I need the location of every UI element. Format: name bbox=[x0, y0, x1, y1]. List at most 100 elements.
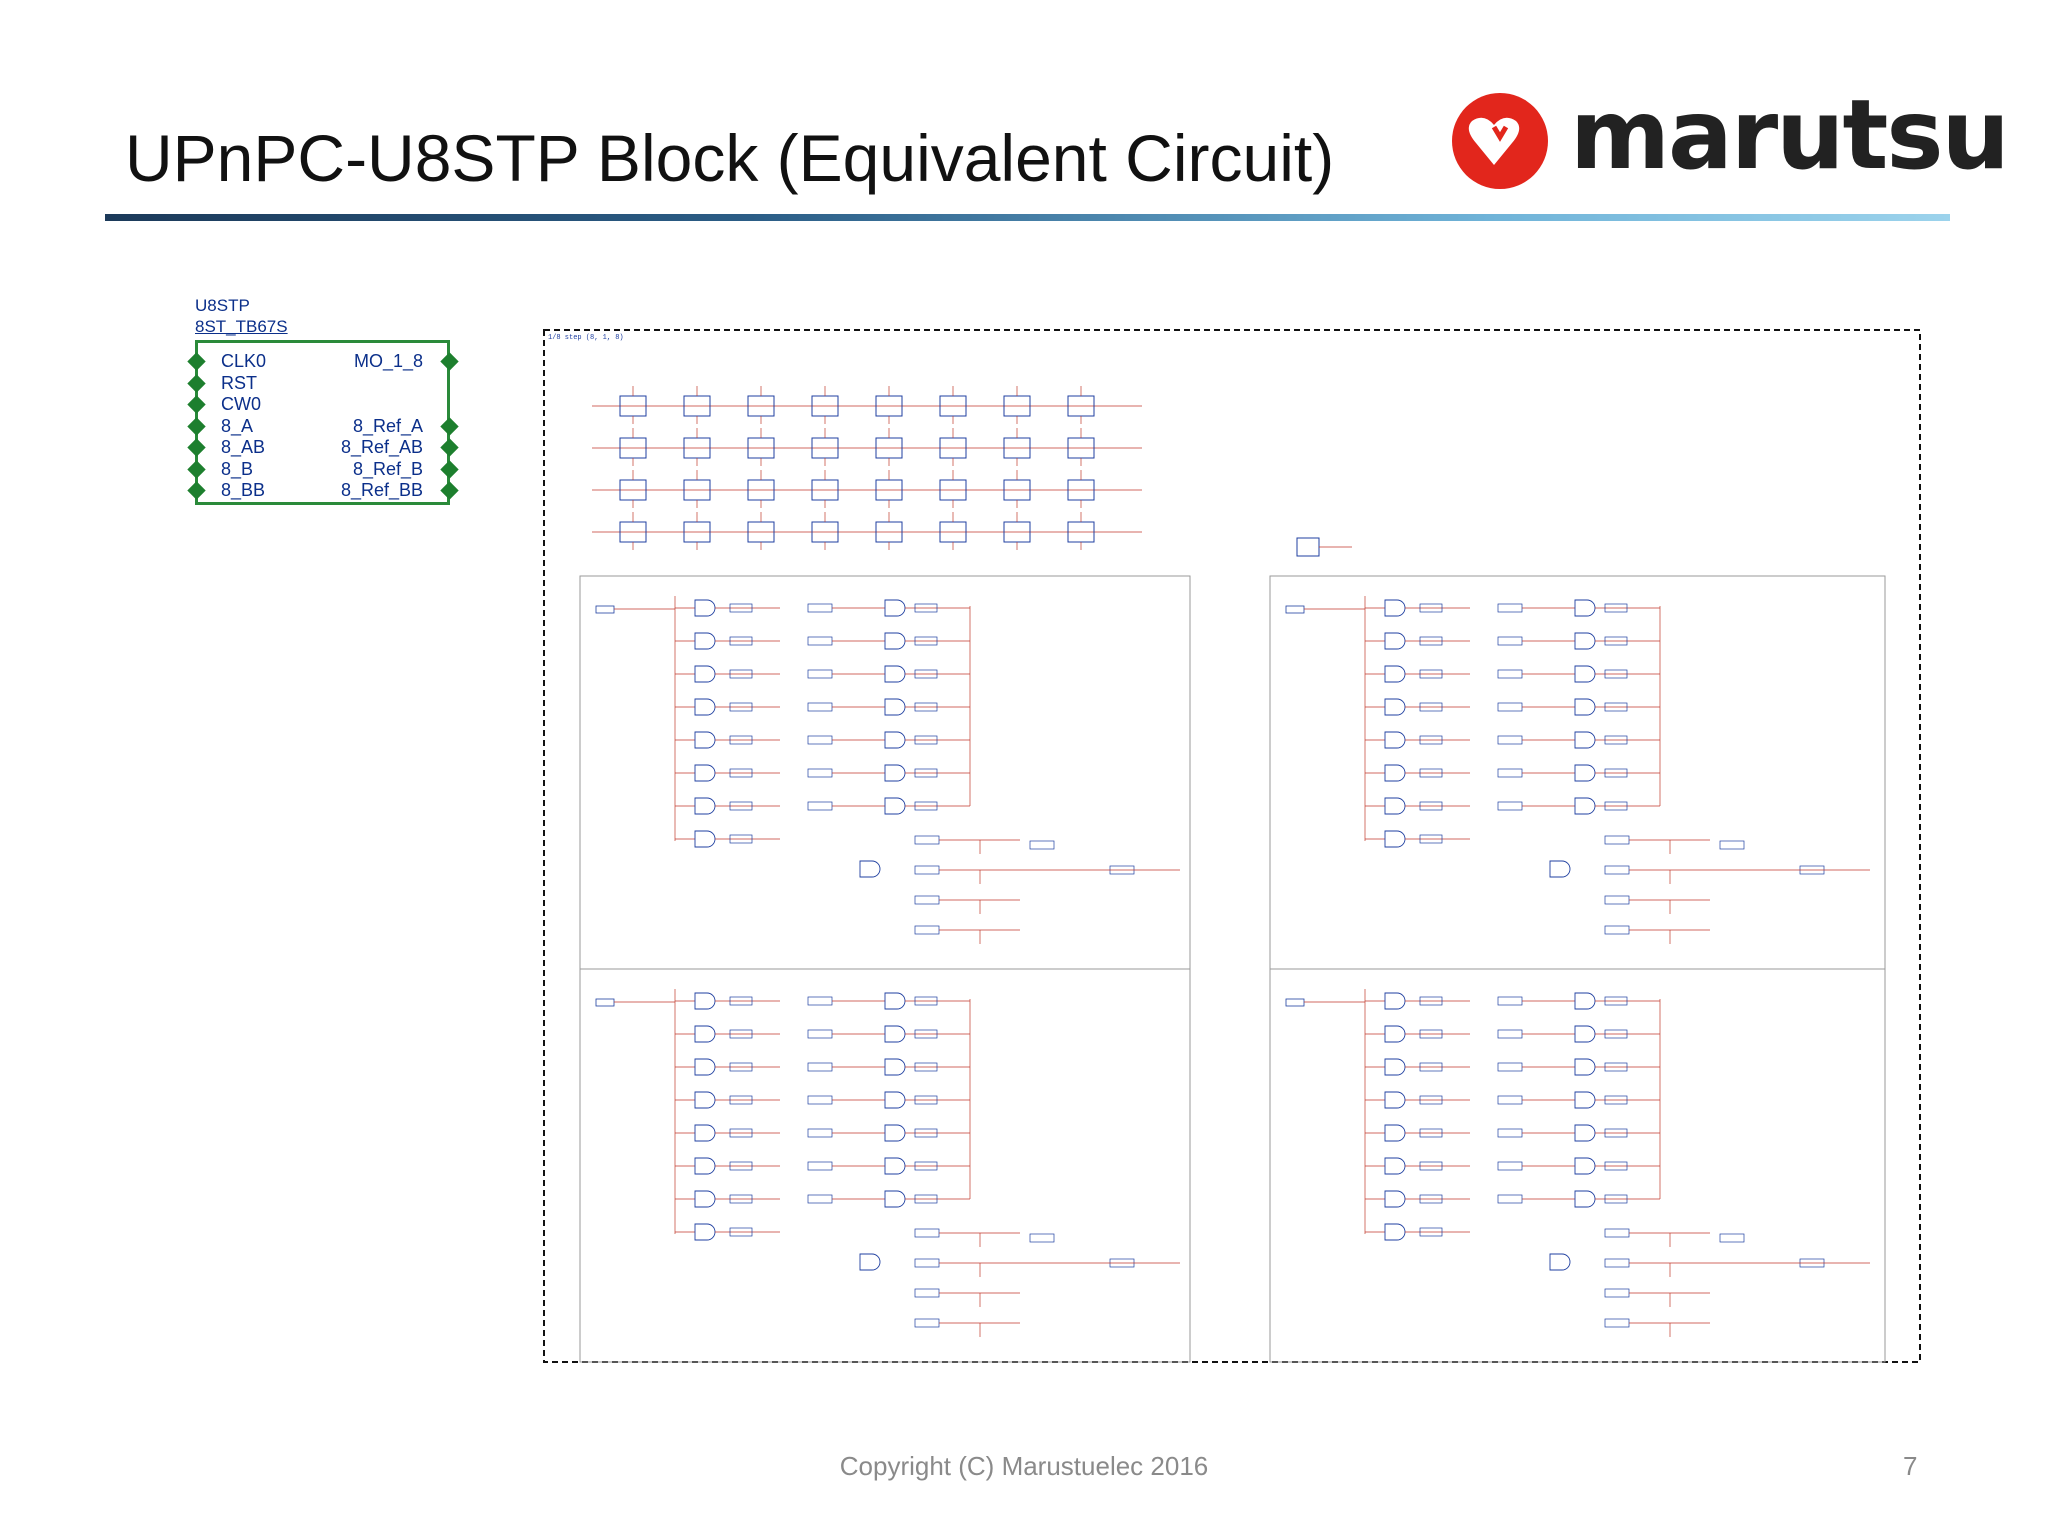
and-gate bbox=[694, 1025, 716, 1043]
pin-8-b: 8_B bbox=[221, 458, 254, 479]
pin-rst: RST bbox=[221, 372, 257, 393]
limit-block bbox=[914, 1194, 938, 1204]
limit-block bbox=[729, 996, 753, 1006]
limit-block bbox=[1604, 1029, 1628, 1039]
and-gate bbox=[1384, 992, 1406, 1010]
limit-block bbox=[729, 603, 753, 613]
and-gate bbox=[1384, 698, 1406, 716]
pin-connector-icon[interactable] bbox=[440, 438, 459, 457]
source-block bbox=[1497, 636, 1523, 646]
pin-connector-icon[interactable] bbox=[440, 459, 459, 479]
and-gate bbox=[1384, 764, 1406, 782]
limit-block bbox=[1419, 1062, 1443, 1072]
pin-connector-icon[interactable] bbox=[187, 373, 206, 393]
page-number: 7 bbox=[1903, 1451, 1918, 1481]
and-gate bbox=[1384, 731, 1406, 749]
limit-block bbox=[1419, 1161, 1443, 1171]
and-gate bbox=[1574, 992, 1596, 1010]
limit-block bbox=[1604, 603, 1628, 613]
and-gate bbox=[884, 1124, 906, 1142]
and-gate bbox=[694, 992, 716, 1010]
source-block bbox=[1497, 1095, 1523, 1105]
and-gate bbox=[1384, 1025, 1406, 1043]
limit-block bbox=[1604, 1128, 1628, 1138]
and-gate bbox=[1574, 1025, 1596, 1043]
source-block bbox=[1497, 1194, 1523, 1204]
filter-block bbox=[914, 835, 940, 845]
limit-block bbox=[729, 801, 753, 811]
and-gate bbox=[1384, 1223, 1406, 1241]
and-gate bbox=[694, 1091, 716, 1109]
pin-connector-icon[interactable] bbox=[187, 416, 206, 436]
limit-block bbox=[729, 1161, 753, 1171]
limit-block bbox=[729, 1128, 753, 1138]
limit-block bbox=[1419, 1128, 1443, 1138]
filter-block bbox=[914, 1258, 940, 1268]
limit-block bbox=[1419, 702, 1443, 712]
and-gate bbox=[884, 1157, 906, 1175]
limit-block bbox=[914, 1062, 938, 1072]
and-gate bbox=[859, 1253, 881, 1271]
and-gate bbox=[1384, 599, 1406, 617]
sub-panel bbox=[1269, 968, 1886, 1363]
limit-block bbox=[1419, 1227, 1443, 1237]
and-gate bbox=[1574, 797, 1596, 815]
and-gate bbox=[1549, 860, 1571, 878]
limit-block bbox=[914, 603, 938, 613]
source-block bbox=[1497, 702, 1523, 712]
source-block bbox=[807, 1194, 833, 1204]
pin-connector-icon[interactable] bbox=[440, 416, 459, 436]
limit-block bbox=[1604, 702, 1628, 712]
and-gate bbox=[1574, 1157, 1596, 1175]
source-block bbox=[807, 996, 833, 1006]
sub-panel bbox=[1269, 575, 1886, 970]
filter-block bbox=[914, 1318, 940, 1328]
source-block bbox=[807, 603, 833, 613]
and-gate bbox=[1574, 1124, 1596, 1142]
pin-8-a: 8_A bbox=[221, 415, 254, 436]
limit-block bbox=[914, 1095, 938, 1105]
and-gate bbox=[694, 1223, 716, 1241]
pin-mo-1-8: MO_1_8 bbox=[353, 351, 423, 371]
limit-block bbox=[1419, 1095, 1443, 1105]
pin-connector-icon[interactable] bbox=[440, 352, 459, 371]
pin-cw0: CW0 bbox=[221, 394, 261, 414]
title-rule bbox=[105, 214, 1950, 221]
source-block bbox=[1497, 603, 1523, 613]
limit-block bbox=[914, 1161, 938, 1171]
pin-connector-icon[interactable] bbox=[187, 352, 206, 371]
source-block bbox=[1497, 669, 1523, 679]
limit-block bbox=[1419, 735, 1443, 745]
limit-block bbox=[1604, 768, 1628, 778]
limit-block bbox=[1419, 1194, 1443, 1204]
resistor bbox=[595, 605, 615, 614]
and-gate bbox=[884, 632, 906, 650]
limit-block bbox=[914, 636, 938, 646]
limit-block bbox=[1419, 1029, 1443, 1039]
pin-connector-icon[interactable] bbox=[187, 438, 206, 457]
filter-block bbox=[1029, 840, 1055, 850]
pin-connector-icon[interactable] bbox=[187, 481, 206, 500]
and-gate bbox=[1384, 632, 1406, 650]
limit-block bbox=[914, 702, 938, 712]
source-block bbox=[1497, 801, 1523, 811]
marutsu-logo: marutsu bbox=[1450, 79, 2010, 195]
pin-connector-icon[interactable] bbox=[187, 459, 206, 479]
filter-block bbox=[1604, 1258, 1630, 1268]
and-gate bbox=[694, 698, 716, 716]
and-gate bbox=[1384, 1058, 1406, 1076]
source-block bbox=[807, 636, 833, 646]
and-gate bbox=[1574, 1190, 1596, 1208]
limit-block bbox=[729, 1194, 753, 1204]
filter-block bbox=[1604, 1318, 1630, 1328]
and-gate bbox=[1384, 665, 1406, 683]
limit-block bbox=[1604, 1161, 1628, 1171]
pin-8-ref-ab: 8_Ref_AB bbox=[340, 437, 423, 457]
pin-connector-icon[interactable] bbox=[440, 481, 459, 500]
footer-copyright: Copyright (C) Marustuelec 2016 bbox=[839, 1451, 1209, 1481]
and-gate bbox=[694, 665, 716, 683]
and-gate bbox=[859, 860, 881, 878]
pin-connector-icon[interactable] bbox=[187, 395, 206, 414]
limit-block bbox=[729, 1029, 753, 1039]
